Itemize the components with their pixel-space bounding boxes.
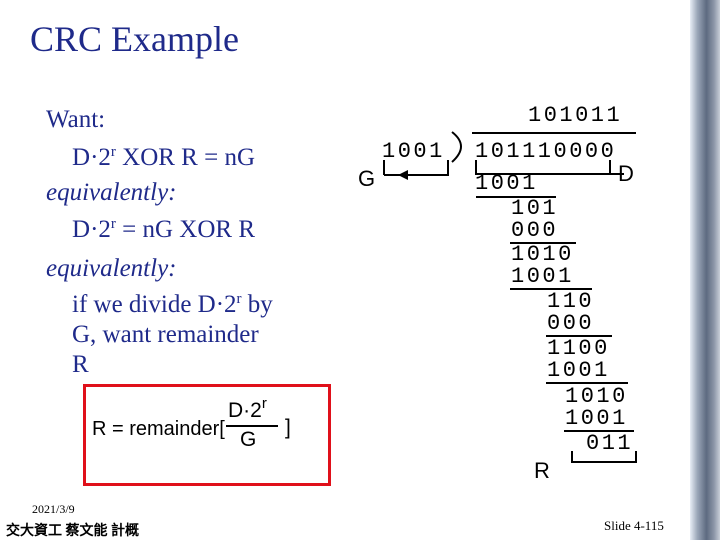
formula-close-bracket: ]	[285, 416, 291, 439]
label-r: R	[534, 458, 550, 483]
label-g: G	[358, 166, 376, 191]
slide-edge-decoration	[690, 0, 720, 540]
step-underline-2	[510, 242, 576, 244]
step-underline-3	[510, 288, 592, 290]
formula-numerator: D·2r	[228, 395, 267, 422]
formula-denominator: G	[240, 428, 257, 451]
divide-statement-line-2: G, want remainder	[72, 321, 259, 348]
slide-number: Slide 4-115	[604, 518, 664, 533]
step-2: 101	[511, 196, 559, 221]
footer-date: 2021/3/9	[32, 502, 75, 516]
step-12: 011	[586, 431, 634, 456]
step-3: 000	[511, 218, 559, 243]
step-8: 1100	[547, 336, 610, 361]
step-11: 1001	[565, 406, 628, 431]
equation-2: D·2r = nG XOR R	[72, 216, 256, 243]
step-10: 1010	[565, 384, 628, 409]
step-6: 110	[547, 289, 595, 314]
step-1: 1001	[475, 171, 538, 196]
step-9: 1001	[547, 358, 610, 383]
step-underline-6	[564, 430, 634, 432]
slide-title: CRC Example	[30, 19, 239, 59]
step-7: 000	[547, 311, 595, 336]
dividend: 101110000	[475, 139, 617, 164]
step-5: 1001	[511, 264, 574, 289]
step-4: 1010	[511, 242, 574, 267]
division-bar	[472, 132, 636, 134]
equation-1: D·2r XOR R = nG	[72, 144, 256, 171]
label-d: D	[618, 161, 634, 186]
dividend-arrow	[475, 160, 624, 175]
want-label: Want:	[46, 106, 106, 133]
equivalently-label-2: equivalently:	[46, 255, 177, 282]
equivalently-label-1: equivalently:	[46, 179, 177, 206]
divisor-arrow	[383, 160, 449, 180]
remainder-formula-box	[83, 384, 331, 486]
formula-lhs: R = remainder[	[92, 418, 225, 440]
division-bracket	[451, 131, 462, 163]
divide-statement-line-3: R	[72, 351, 89, 378]
remainder-bracket	[571, 451, 637, 463]
divide-statement-line-1: if we divide D·2r by	[72, 291, 273, 318]
fraction-bar	[226, 425, 278, 427]
quotient: 101011	[528, 103, 623, 128]
footer-org: 交大資工 蔡文能 計概	[6, 524, 139, 539]
step-underline-5	[546, 382, 628, 384]
step-underline-4	[546, 335, 612, 337]
step-underline-1	[476, 196, 556, 198]
divisor: 1001	[382, 139, 445, 164]
